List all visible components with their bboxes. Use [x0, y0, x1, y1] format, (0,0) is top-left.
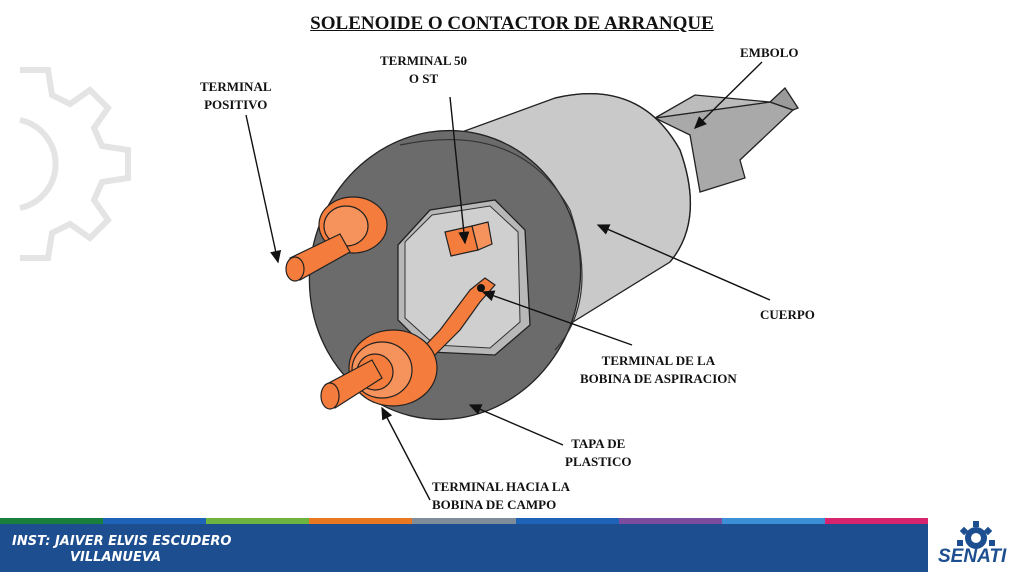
stripe-segment	[824, 518, 928, 524]
label-cuerpo: CUERPO	[760, 307, 815, 322]
stripe-segment	[309, 518, 413, 524]
senati-gear-logo-icon	[957, 521, 995, 549]
label-bobina-aspiracion-line1: TERMINAL DE LA	[601, 353, 716, 368]
label-terminal-positivo-line2: POSITIVO	[204, 97, 268, 112]
stripe-segment	[0, 518, 104, 524]
label-bobina-aspiracion-line2: BOBINA DE ASPIRACION	[580, 371, 737, 386]
instructor-name: INST: JAIVER ELVIS ESCUDERO VILLANUEVA	[12, 534, 231, 566]
arrow-tapa	[468, 404, 564, 446]
stripe-segment	[412, 518, 516, 524]
label-bobina-aspiracion: TERMINAL DE LA BOBINA DE ASPIRACION	[580, 352, 737, 388]
stripe-segment	[721, 518, 825, 524]
label-terminal-50-line1: TERMINAL 50	[380, 53, 468, 68]
label-tapa-line1: TAPA DE	[571, 436, 626, 451]
arrow-terminal-50	[449, 96, 470, 245]
label-bobina-campo-line2: BOBINA DE CAMPO	[432, 497, 557, 512]
footer-color-stripe	[0, 518, 928, 524]
senati-logo-text: SENATI	[938, 546, 1007, 567]
stripe-segment	[515, 518, 619, 524]
label-tapa-plastico: TAPA DE PLASTICO	[565, 435, 631, 471]
stripe-segment	[618, 518, 722, 524]
page-title: SOLENOIDE O CONTACTOR DE ARRANQUE	[310, 13, 714, 34]
plunger-shape	[652, 86, 799, 193]
label-terminal-50: TERMINAL 50 O ST	[380, 52, 467, 88]
arrow-bobina-campo	[381, 406, 431, 501]
label-bobina-campo-line1: TERMINAL HACIA LA	[432, 479, 570, 494]
label-terminal-positivo: TERMINAL POSITIVO	[200, 78, 272, 114]
footer-bar	[0, 524, 928, 572]
logo-area	[928, 518, 1024, 576]
label-embolo: EMBOLO	[740, 45, 799, 60]
label-tapa-line2: PLASTICO	[565, 454, 632, 469]
stripe-segment	[103, 518, 207, 524]
instructor-line2: VILLANUEVA	[70, 550, 162, 565]
arrow-terminal-positivo	[245, 114, 282, 264]
arrow-bobina-aspiracion	[481, 290, 633, 346]
instructor-line1: INST: JAIVER ELVIS ESCUDERO	[12, 534, 232, 549]
gear-watermark-icon	[19, 67, 131, 261]
label-bobina-campo: TERMINAL HACIA LA BOBINA DE CAMPO	[432, 478, 570, 514]
leader-lines	[245, 61, 771, 501]
arrow-cuerpo	[596, 224, 771, 301]
arrow-embolo	[694, 61, 763, 129]
label-terminal-50-line2: O ST	[408, 71, 439, 86]
positive-terminal-stud	[285, 196, 388, 282]
field-coil-terminal-stud	[320, 329, 438, 410]
label-terminal-positivo-line1: TERMINAL	[200, 79, 272, 94]
stripe-segment	[206, 518, 310, 524]
